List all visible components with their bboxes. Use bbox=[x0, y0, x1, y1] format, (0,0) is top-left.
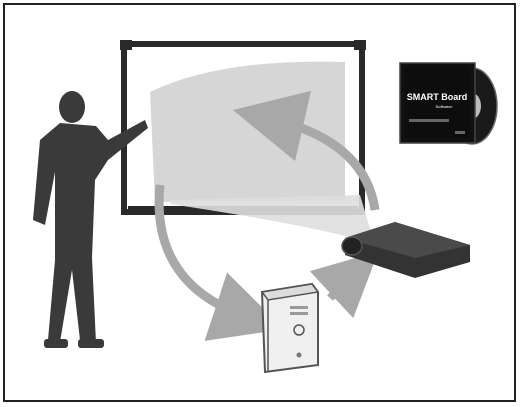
disc-brand-label: SMART Board bbox=[407, 92, 468, 102]
software-disc-case: SMART Board Software bbox=[400, 63, 497, 144]
disc-subtitle-label: Software bbox=[436, 104, 454, 109]
projection-beam bbox=[170, 195, 375, 245]
computer-tower bbox=[262, 284, 318, 372]
projector-lens bbox=[342, 237, 362, 255]
arrow-computer-to-projector bbox=[330, 273, 355, 298]
presenter-silhouette bbox=[33, 91, 148, 348]
